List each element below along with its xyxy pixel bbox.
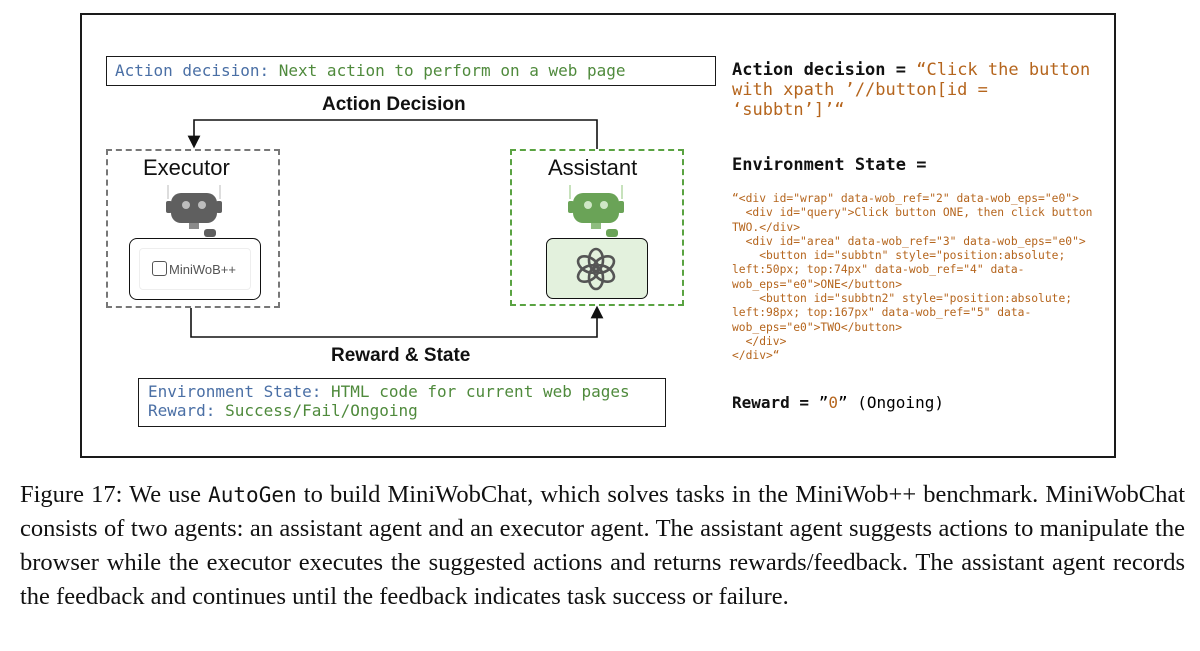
environment-state-box: Environment State: HTML code for current… [138, 378, 666, 427]
action-decision-prefix: Action decision: [115, 61, 270, 80]
openai-logo-icon [576, 247, 616, 291]
arrow-icon [187, 119, 598, 149]
caption-prefix: Figure 17: We use [20, 481, 209, 508]
action-decision-box: Action decision: Next action to perform … [106, 56, 716, 86]
reward-right-label: Reward = [732, 393, 810, 412]
reward-text: Success/Fail/Ongoing [225, 401, 418, 420]
assistant-agent-box [510, 149, 684, 306]
executor-title: Executor [143, 155, 230, 180]
env-state-prefix: Environment State: [148, 382, 322, 401]
robot-icon [568, 185, 624, 237]
action-decision-value-block: Action decision = “Click the button with… [732, 60, 1090, 120]
action-decision-right-label: Action decision = [732, 60, 906, 80]
robot-icon [166, 185, 222, 237]
executor-agent-box [106, 149, 280, 308]
environment-state-code: “<div id="wrap" data-wob_ref="2" data-wo… [732, 192, 1093, 363]
env-state-text: HTML code for current web pages [331, 382, 630, 401]
action-decision-label: Action Decision [322, 94, 466, 115]
reward-value: 0 [828, 393, 838, 412]
arrow-icon [190, 305, 604, 338]
reward-prefix: Reward: [148, 401, 216, 420]
reward-status: (Ongoing) [857, 393, 944, 412]
assistant-title: Assistant [548, 155, 638, 180]
miniwob-label: MiniWoB++ [169, 262, 236, 277]
reward-quote-open: ” [818, 393, 829, 412]
caption-text: to build MiniWobChat, which solves tasks… [20, 481, 1185, 610]
reward-state-label: Reward & State [331, 345, 471, 366]
caption-autogen: AutoGen [208, 483, 297, 507]
assistant-model-card [546, 238, 648, 299]
miniwob-app-card: MiniWoB++ [129, 238, 261, 300]
reward-value-block: Reward = ”0” (Ongoing) [732, 393, 944, 412]
environment-state-right-label: Environment State = [732, 155, 927, 175]
action-value-line2: with xpath ’//button[id = [732, 80, 988, 100]
action-decision-text: Next action to perform on a web page [278, 61, 626, 80]
reward-quote-close: ” [837, 393, 848, 412]
miniwob-logo-icon [152, 261, 167, 276]
figure-caption: Figure 17: We use AutoGen to build MiniW… [20, 478, 1185, 614]
action-value-line1: “Click the button [916, 60, 1091, 80]
action-value-line3: ‘subbtn’]’“ [732, 100, 845, 120]
